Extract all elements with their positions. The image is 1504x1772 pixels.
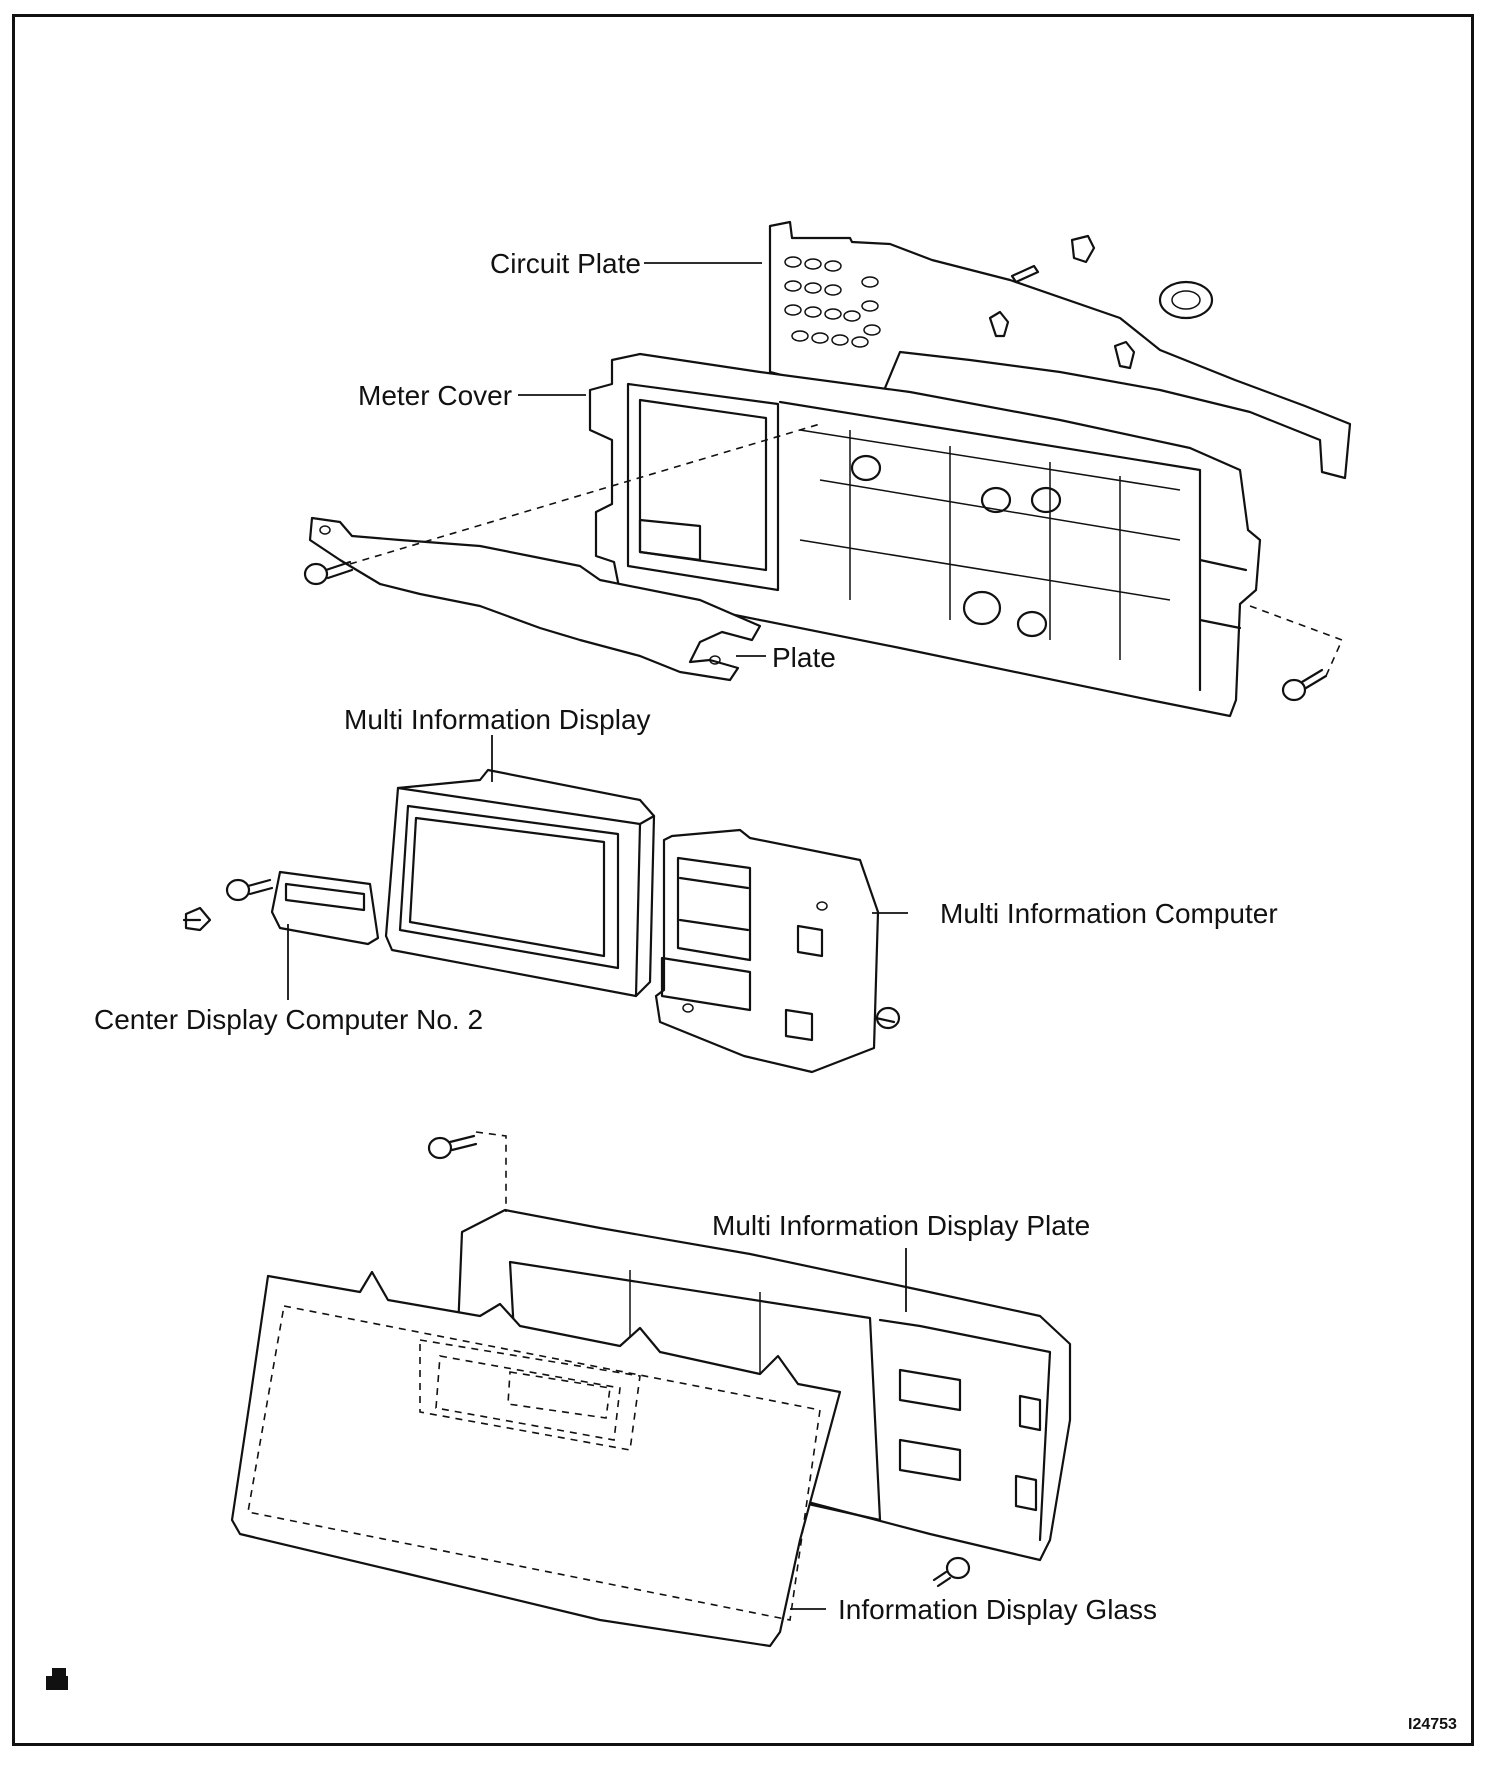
- meter-cover-part: [588, 352, 1262, 718]
- bulb-sockets: [1010, 234, 1214, 320]
- label-plate: Plate: [772, 642, 836, 673]
- screw-top-right: [1281, 668, 1328, 702]
- label-multi-information-display-plate: Multi Information Display Plate: [712, 1210, 1091, 1241]
- label-information-display-glass: Information Display Glass: [838, 1594, 1158, 1625]
- computer-screw: [874, 1006, 901, 1030]
- publisher-logo-icon: [46, 1668, 68, 1690]
- screw-bottom-right: [932, 1556, 971, 1588]
- screw-top-left: [303, 560, 354, 586]
- diagram-frame: [12, 14, 1474, 1746]
- information-display-glass-part: [230, 1270, 842, 1648]
- screw-bottom-top: [427, 1134, 478, 1160]
- multi-information-display-part: [384, 768, 656, 998]
- label-center-display-computer: Center Display Computer No. 2: [94, 1004, 484, 1035]
- label-circuit-plate: Circuit Plate: [490, 248, 641, 279]
- label-multi-information-computer: Multi Information Computer: [940, 898, 1278, 929]
- figure-id: I24753: [1408, 1716, 1457, 1733]
- label-multi-information-display: Multi Information Display: [344, 704, 651, 735]
- label-meter-cover: Meter Cover: [358, 380, 513, 411]
- circuit-plate-part: [768, 220, 1352, 480]
- center-display-computer-part: [270, 870, 380, 946]
- multi-information-computer-part: [654, 828, 880, 1074]
- plate-part: [308, 516, 762, 682]
- center-display-screws: [182, 878, 274, 932]
